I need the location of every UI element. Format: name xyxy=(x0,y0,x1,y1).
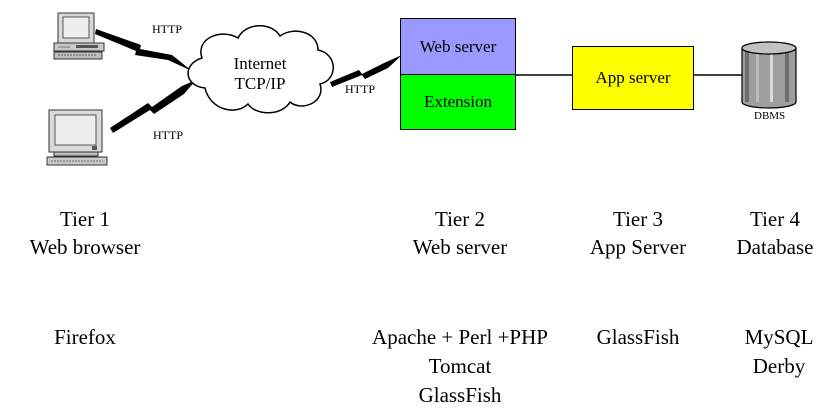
database-cylinder-icon xyxy=(741,41,797,109)
lightning-bolt-icon xyxy=(330,55,402,87)
tier-name: Tier 2 xyxy=(435,207,485,231)
product-item: GlassFish xyxy=(596,325,680,349)
extension-box-label: Extension xyxy=(424,92,492,111)
product-item: Tomcat xyxy=(428,354,492,378)
tier-1-products: Firefox xyxy=(0,323,170,352)
app-server-box-label: App server xyxy=(595,68,671,87)
http-label: HTTP xyxy=(153,128,183,142)
product-item: Derby xyxy=(752,354,806,378)
tier-name: Tier 1 xyxy=(60,207,110,231)
tier-4-heading: Tier 4 Database xyxy=(715,205,835,261)
tier-name: Tier 3 xyxy=(613,207,663,231)
tier-3-heading: Tier 3 App Server xyxy=(568,205,708,261)
http-label: HTTP xyxy=(152,22,182,36)
tier-role: Web browser xyxy=(29,235,141,259)
tier-role: Database xyxy=(736,235,814,259)
cloud-label: Internet TCP/IP xyxy=(218,54,302,94)
tier-4-products: MySQL Derby xyxy=(720,323,838,381)
product-item: GlassFish xyxy=(418,383,502,407)
tier-2-products: Apache + Perl +PHP Tomcat GlassFish xyxy=(360,323,560,410)
product-item: MySQL xyxy=(744,325,814,349)
lightning-bolt-icon xyxy=(110,80,196,133)
tier-role: Web server xyxy=(412,235,508,259)
http-label: HTTP xyxy=(345,82,375,96)
product-item: Firefox xyxy=(54,325,116,349)
web-server-box-label: Web server xyxy=(419,37,497,56)
desktop-computer-icon xyxy=(53,12,105,60)
lightning-bolt-icon xyxy=(95,29,192,71)
product-item: Apache + Perl +PHP xyxy=(372,325,548,349)
desktop-computer-icon xyxy=(46,109,108,166)
extension-box: Extension xyxy=(400,74,516,130)
tier-role: App Server xyxy=(589,235,687,259)
web-server-box: Web server xyxy=(400,18,516,76)
tier-2-heading: Tier 2 Web server xyxy=(385,205,535,261)
internet-cloud-icon xyxy=(187,25,334,114)
cloud-label-line1: Internet xyxy=(233,54,287,73)
tier-name: Tier 4 xyxy=(750,207,800,231)
dbms-label: DBMS xyxy=(754,110,786,122)
cloud-label-line2: TCP/IP xyxy=(234,74,286,93)
tier-1-heading: Tier 1 Web browser xyxy=(0,205,170,261)
app-server-box: App server xyxy=(572,46,694,110)
tier-3-products: GlassFish xyxy=(568,323,708,352)
